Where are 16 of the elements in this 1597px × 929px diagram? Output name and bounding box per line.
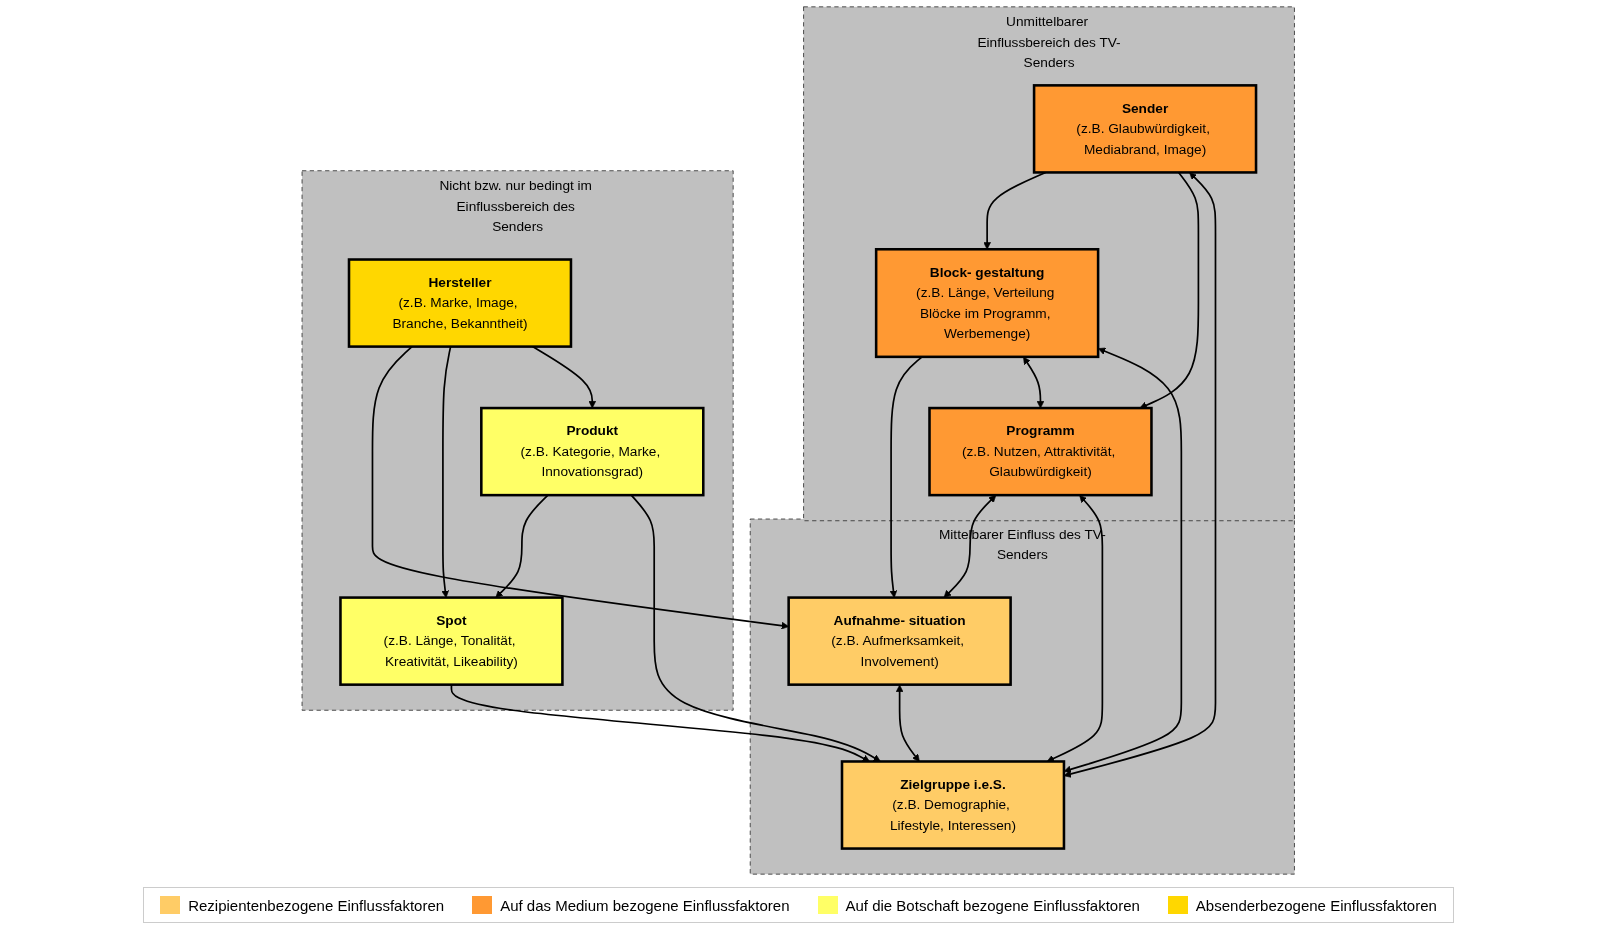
node-box: Aufnahme- situation (z.B. Aufmerksamkeit, Involvement): [787, 596, 1013, 686]
legend-label: Auf die Botschaft bezogene Einflussfaktoren: [845, 896, 1140, 914]
arrow: [1023, 356, 1045, 409]
node-box: Produkt (z.B. Kategorie, Marke, Innovationsgrad): [480, 406, 705, 497]
legend-label: Auf das Medium bezogene Einflussfaktoren: [500, 896, 790, 914]
node-box: Block- gestaltung (z.B. Länge, Verteilung Blöcke im Programm, Werbemenge): [875, 248, 1100, 359]
node-box: Spot (z.B. Länge, Tonalität, Kreativität, Likeability): [339, 596, 564, 686]
arrow: [943, 495, 997, 598]
node-box: Programm (z.B. Nutzen, Attraktivität, Glaubwürdigkeit): [928, 406, 1153, 497]
legend-label: Absenderbezogene Einflussfaktoren: [1195, 896, 1437, 914]
node-box: Sender (z.B. Glaubwürdigkeit, Mediabrand, Image): [1033, 84, 1258, 174]
legend-label: Rezipientenbezogene Einflussfaktoren: [188, 896, 445, 914]
node-box: Zielgruppe i.e.S. (z.B. Demographie, Lifestyle, Interessen): [840, 760, 1066, 850]
arrow: [889, 356, 924, 598]
arrow: [896, 684, 920, 762]
node-box: Hersteller (z.B. Marke, Image, Branche, Bekanntheit): [347, 258, 573, 348]
